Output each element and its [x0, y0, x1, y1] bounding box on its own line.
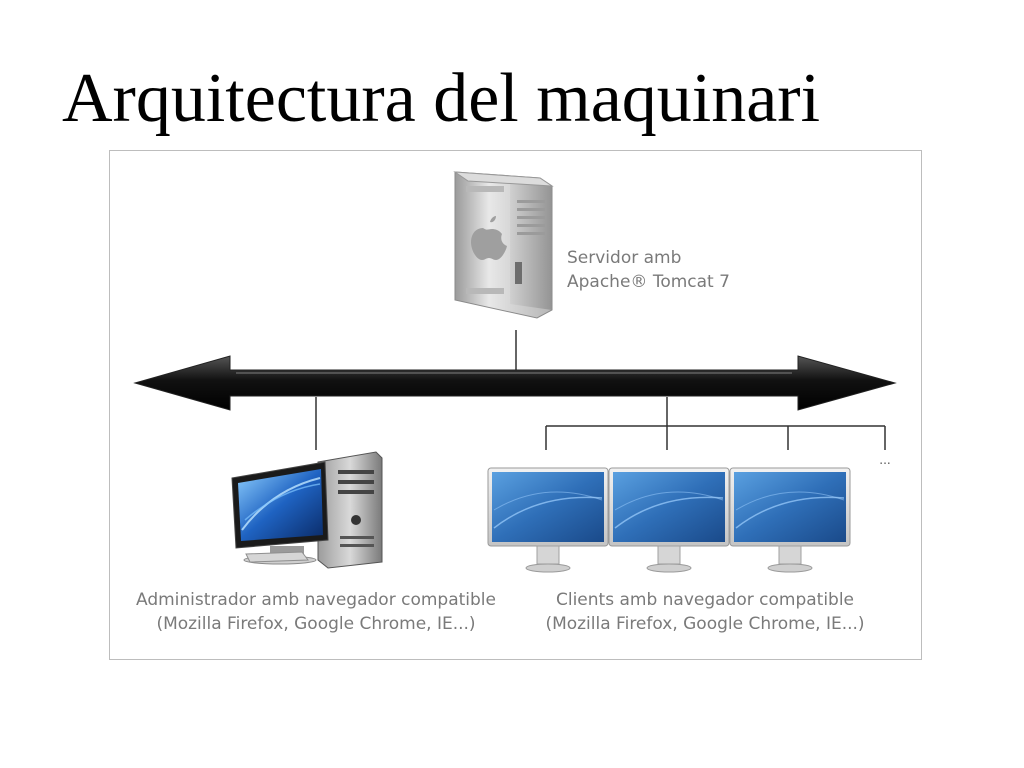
admin-caption-line2: (Mozilla Firefox, Google Chrome, IE...)	[156, 614, 476, 634]
admin-caption-line1: Administrador amb navegador compatible	[136, 590, 496, 610]
slide-title: Arquitectura del maquinari	[62, 60, 821, 137]
admin-caption: Administrador amb navegador compatible (…	[126, 588, 506, 636]
monitor-icon	[487, 467, 609, 573]
clients-caption: Clients amb navegador compatible (Mozill…	[520, 588, 890, 636]
server-label-line1: Servidor amb	[567, 248, 682, 268]
monitor-icon	[729, 467, 851, 573]
server-label-line2: Apache® Tomcat 7	[567, 272, 730, 292]
desktop-pc-icon	[231, 451, 383, 569]
clients-caption-line2: (Mozilla Firefox, Google Chrome, IE...)	[545, 614, 865, 634]
more-clients-marker: ...	[879, 453, 890, 467]
monitor-icon	[608, 467, 730, 573]
clients-caption-line1: Clients amb navegador compatible	[555, 590, 855, 610]
mac-pro-server-icon	[453, 171, 554, 319]
network-backbone-arrow	[133, 355, 897, 411]
client-connector-tree	[545, 397, 886, 450]
diagram-frame	[109, 150, 922, 660]
server-label: Servidor amb Apache® Tomcat 7	[567, 246, 730, 294]
